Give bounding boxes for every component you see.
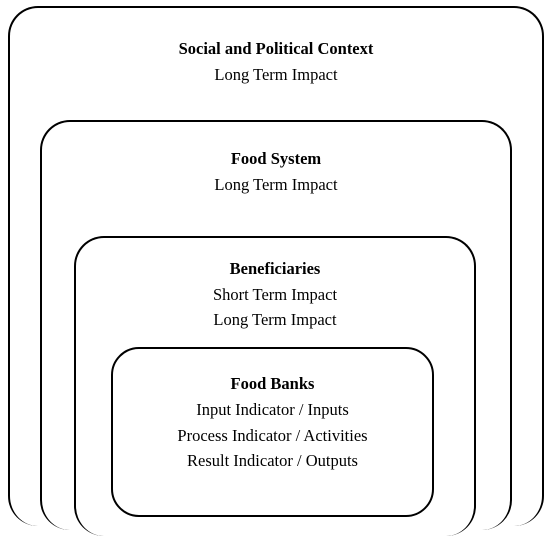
food-banks-line-2: Process Indicator / Activities	[177, 425, 368, 445]
beneficiaries-line-2: Long Term Impact	[213, 310, 337, 329]
food-system-title: Food System	[230, 149, 322, 168]
social-political-context-title: Social and Political Context	[178, 39, 374, 58]
beneficiaries-title: Beneficiaries	[229, 259, 321, 278]
nested-impact-diagram: { "diagram": { "social_context": { "titl…	[8, 6, 544, 536]
food-banks-box: Food Banks Input Indicator / Inputs Proc…	[111, 347, 434, 517]
food-banks-text: Food Banks Input Indicator / Inputs Proc…	[113, 371, 432, 474]
social-political-context-line-1: Long Term Impact	[214, 65, 338, 84]
food-banks-title: Food Banks	[230, 374, 315, 393]
beneficiaries-line-1: Short Term Impact	[212, 285, 338, 304]
beneficiaries-text: Beneficiaries Short Term Impact Long Ter…	[76, 256, 474, 332]
food-banks-line-3: Result Indicator / Outputs	[187, 451, 358, 470]
food-banks-line-1: Input Indicator / Inputs	[196, 400, 349, 419]
food-system-text: Food System Long Term Impact	[42, 146, 510, 197]
food-system-line-1: Long Term Impact	[214, 175, 338, 194]
social-political-context-text: Social and Political Context Long Term I…	[10, 36, 542, 87]
